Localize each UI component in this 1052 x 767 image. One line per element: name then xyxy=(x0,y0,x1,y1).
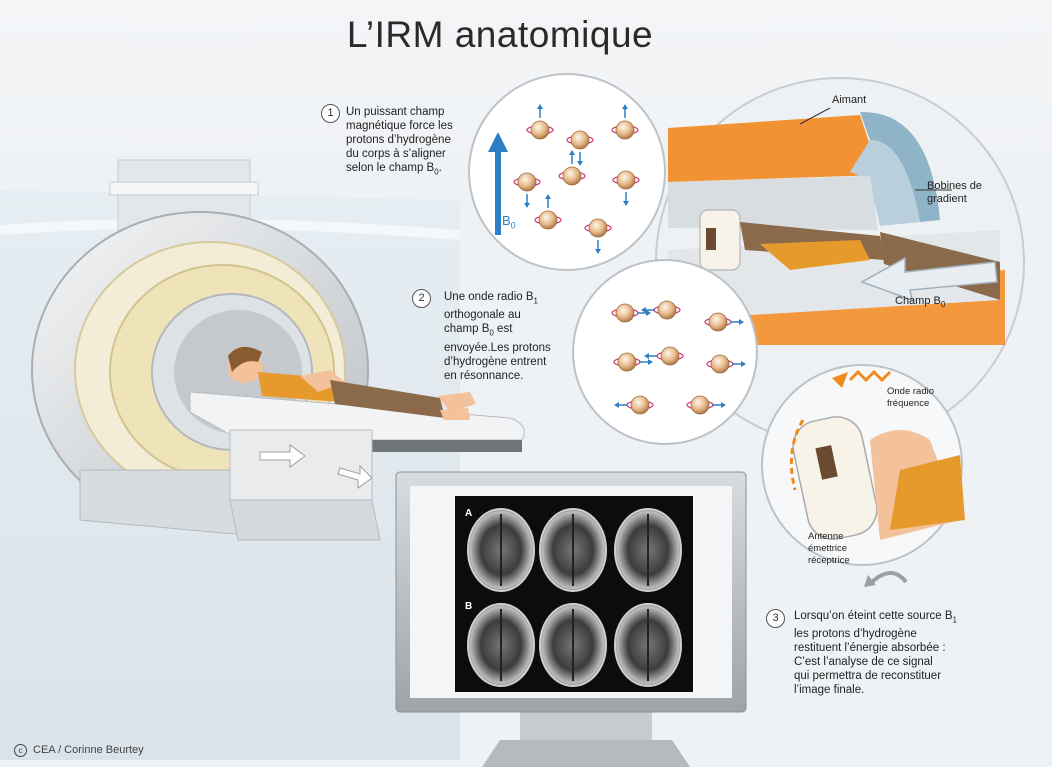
gradient-coil xyxy=(860,111,940,222)
spin-arrowhead xyxy=(721,402,726,408)
label-b0-axis: B0 xyxy=(502,213,516,231)
label-antenne: Antenne émettrice réceptrice xyxy=(808,531,850,566)
label-champ-b0: Champ B0 xyxy=(895,295,946,310)
step-1-text: Un puissant champ magnétique force les p… xyxy=(346,106,453,177)
monitor xyxy=(395,471,747,767)
spin-arrowhead xyxy=(741,361,746,367)
protons-aligned-diagram xyxy=(468,73,666,271)
spin-arrowhead xyxy=(545,194,551,199)
spin-arrowhead xyxy=(641,307,646,313)
label-onde-radio: Onde radio fréquence xyxy=(887,386,935,409)
cycle-arrow-icon xyxy=(864,575,876,587)
spin-arrowhead xyxy=(614,402,619,408)
scan-row-a-label: A xyxy=(465,508,473,519)
patient-table xyxy=(189,391,525,541)
page-title: L’IRM anatomique xyxy=(346,14,654,55)
spin-arrowhead xyxy=(577,161,583,166)
label-bobines: Bobines de gradient xyxy=(927,180,983,205)
rf-wave xyxy=(848,369,892,383)
spin-arrowhead xyxy=(622,104,628,109)
step-3-text: Lorsqu’on éteint cette source B1 les pro… xyxy=(794,610,957,697)
step-1-badge: 1 xyxy=(321,104,340,123)
spin-arrowhead xyxy=(524,203,530,208)
spin-arrowhead xyxy=(644,353,649,359)
copyright-icon: c xyxy=(14,744,27,757)
protons-resonance-diagram xyxy=(572,259,758,445)
spin-arrowhead xyxy=(569,150,575,155)
label-aimant: Aimant xyxy=(832,94,867,106)
spin-arrowhead xyxy=(623,201,629,206)
b0-field-arrow xyxy=(488,132,508,152)
patient-figure xyxy=(227,346,476,420)
spin-arrowhead xyxy=(646,310,651,316)
scan-row-b-label: B xyxy=(465,601,473,612)
spin-arrowhead xyxy=(648,359,653,365)
step-3-badge: 3 xyxy=(766,609,785,628)
spin-arrowhead xyxy=(537,104,543,109)
step-2-text: Une onde radio B1 orthogonale au champ B… xyxy=(444,291,551,382)
spin-arrowhead xyxy=(739,319,744,325)
field-arrow xyxy=(860,256,998,302)
spin-arrowhead xyxy=(595,249,601,254)
step-2-badge: 2 xyxy=(412,289,431,308)
magnet-block-top xyxy=(668,115,880,182)
antenna-diagram xyxy=(761,364,965,587)
